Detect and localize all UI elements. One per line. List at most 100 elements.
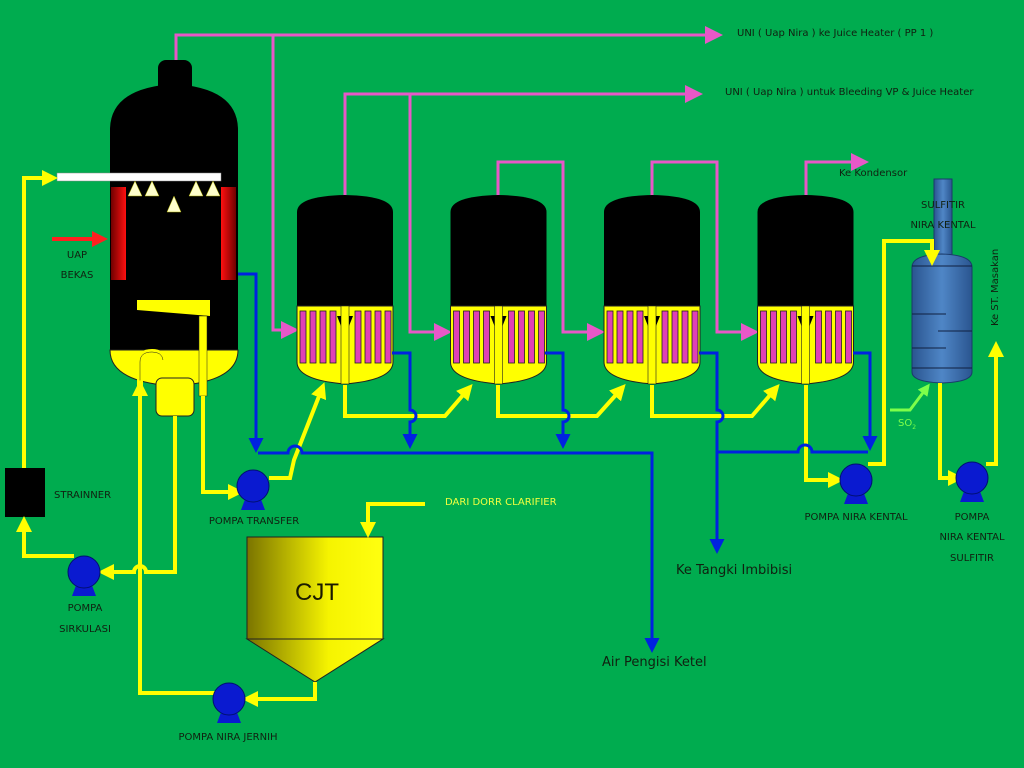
vapor-line-to-condenser [804, 153, 869, 196]
so2-subscript: 2 [912, 424, 917, 431]
heating-tube [616, 310, 624, 364]
evaporator-body-3[interactable] [603, 195, 701, 385]
juice-line-evap3-to-evap4 [650, 383, 780, 418]
pump-casing [236, 469, 270, 503]
label-pump-thick-juice: POMPA NIRA KENTAL [804, 512, 908, 523]
pump-circulation[interactable] [67, 555, 101, 596]
heating-tube [661, 310, 669, 364]
pump-thick-juice[interactable] [839, 463, 873, 504]
juice-line-circ-pump-to-strainer [16, 516, 74, 558]
vapor-line-evap3-to-evap4 [650, 160, 759, 341]
juice-line-clearjuice-to-vessel [132, 380, 218, 695]
juice-line-cjt-to-clearjuice-pump [242, 682, 317, 707]
pump-casing [955, 461, 989, 495]
condensate-header-to-boiler [258, 444, 660, 653]
heating-tube [636, 310, 644, 364]
downtake [801, 305, 810, 385]
downtake [340, 305, 350, 385]
evaporators [296, 195, 854, 385]
heating-tube [691, 310, 699, 364]
heating-tube [354, 310, 362, 364]
cjt-tank[interactable] [245, 536, 385, 683]
pump-casing [212, 682, 246, 716]
label-sulfitir-2: NIRA KENTAL [910, 220, 976, 231]
heating-tube [384, 310, 392, 364]
condensate-evap4 [853, 351, 878, 451]
label-pump-circulation-2: SIRKULASI [59, 624, 111, 635]
condensate-lines [238, 272, 878, 653]
heating-tube [309, 310, 317, 364]
label-pump-sulf-1: POMPA [954, 512, 990, 523]
heating-tube [453, 310, 460, 364]
heating-tube [528, 310, 535, 364]
condensate-evap1 [392, 351, 418, 449]
juice-line-sulf-pump-to-masakan [986, 341, 1004, 466]
condensate-vessel-drain [238, 272, 264, 453]
strainer[interactable] [5, 468, 45, 517]
label-from-dorr-clarifier: DARI DORR CLARIFIER [445, 497, 557, 508]
heating-tube [671, 310, 679, 364]
heating-tube [364, 310, 372, 364]
steam-chest-right [221, 187, 236, 280]
juice-line-evap2-to-evap3 [496, 384, 626, 418]
heating-tube [626, 310, 634, 364]
label-to-st-masakan: Ke ST. Masakan [990, 248, 1001, 326]
spray-distributor-pipe [56, 172, 222, 182]
label-uap: UAP [66, 250, 88, 261]
condensate-evap2 [545, 351, 571, 449]
heating-tube [770, 310, 777, 364]
pump-thick-juice-sulfitir[interactable] [955, 461, 989, 502]
pump-clear-juice[interactable] [212, 682, 246, 723]
heating-tube [518, 310, 525, 364]
vapor-line-to-evap2 [408, 94, 452, 341]
condensate-evap3-to-imbibisi [699, 351, 725, 554]
heating-tube [835, 310, 842, 364]
evaporator-body-4[interactable] [757, 195, 854, 385]
heating-tube [815, 310, 822, 364]
heating-tube [790, 310, 797, 364]
vapor-line-bleeding [343, 85, 703, 196]
pump-casing [67, 555, 101, 589]
downtake [494, 305, 503, 385]
vapor-line-evap2-to-evap3 [496, 160, 605, 341]
so2-text: SO [898, 418, 913, 429]
vapor-line-to-evap1 [271, 35, 299, 339]
weir-tray [137, 300, 210, 316]
label-to-imbibition-tank: Ke Tangki Imbibisi [676, 563, 793, 578]
condensate-header-imbibisi [717, 443, 868, 454]
downtake [647, 305, 657, 385]
label-bekas: BEKAS [60, 270, 94, 281]
heating-tube [319, 310, 327, 364]
juice-line-sulfitir-to-pump [938, 383, 964, 486]
heating-tube [825, 310, 832, 364]
juice-line-evap1-to-evap2 [343, 383, 473, 418]
juice-line-evap4-to-thick-pump [804, 385, 844, 488]
heating-tube [329, 310, 337, 364]
label-boiler-feed-water: Air Pengisi Ketel [602, 655, 707, 670]
evaporator-body-1[interactable] [296, 195, 394, 385]
steam-chest-left [111, 187, 126, 280]
label-sulfitir-1: SULFITIR [921, 200, 965, 211]
evaporator-body-2[interactable] [450, 195, 547, 385]
heating-tube [760, 310, 767, 364]
juice-line-dorr-to-cjt [360, 502, 425, 538]
label-pump-clear-juice: POMPA NIRA JERNIH [178, 732, 278, 743]
label-pump-transfer: POMPA TRANSFER [208, 516, 300, 527]
first-effect-vessel[interactable] [56, 60, 239, 417]
pumps [67, 461, 989, 723]
label-vapor-to-juice-heater: UNI ( Uap Nira ) ke Juice Heater ( PP 1 … [737, 28, 934, 39]
spray-nozzles [127, 180, 221, 213]
heating-tube [473, 310, 480, 364]
sulfitir-vessel[interactable] [911, 178, 973, 384]
juice-line-vessel-to-transfer [201, 396, 244, 500]
pump-transfer[interactable] [236, 469, 270, 510]
label-cjt: CJT [295, 579, 339, 606]
label-so2: SO2 [898, 418, 916, 431]
heating-tube [538, 310, 545, 364]
pump-casing [839, 463, 873, 497]
juice-lines [16, 170, 1004, 707]
label-pump-sulf-2: NIRA KENTAL [939, 532, 1005, 543]
vapor-line-to-juice-heater [174, 26, 723, 62]
heating-tube [483, 310, 490, 364]
label-pump-circulation-1: POMPA [67, 603, 103, 614]
